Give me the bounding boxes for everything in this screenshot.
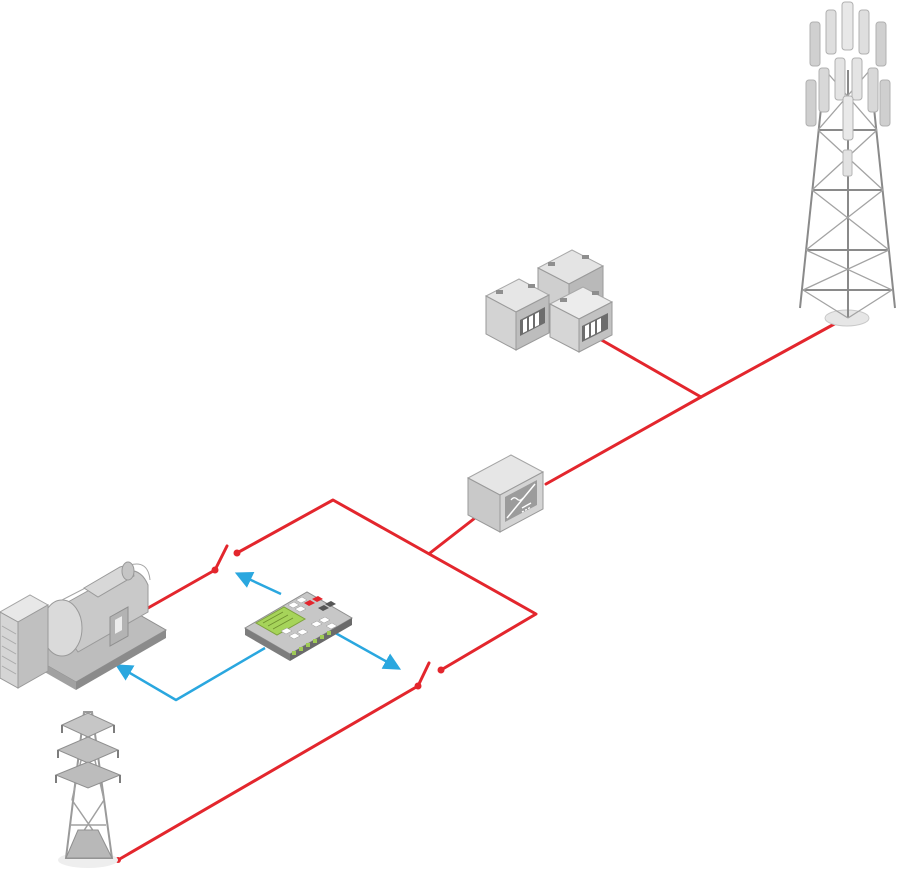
- battery-feed-line: [596, 336, 703, 399]
- generator-breaker-blade: [213, 544, 229, 572]
- cell-tower-icon: [799, 1, 896, 327]
- controller-icon: [244, 591, 353, 661]
- mains-breaker-blade: [416, 661, 431, 688]
- mains-line: [116, 684, 420, 862]
- generator-breaker-contact-a: [211, 566, 219, 574]
- generator-bus-line: [235, 498, 538, 672]
- pylon-icon: [54, 711, 122, 868]
- battery-icon: [548, 286, 614, 353]
- rectifier-to-bus-line: [428, 516, 477, 555]
- generator-icon: [0, 561, 168, 690]
- power-lines: [115, 320, 840, 863]
- mains-breaker-contact-a: [414, 682, 422, 690]
- control-to-generator-breaker: [234, 571, 282, 596]
- pylon-arm: [54, 712, 122, 789]
- control-to-mains-breaker: [329, 628, 402, 670]
- mains-breaker-contact-b: [437, 666, 445, 674]
- rectifier-icon: [466, 454, 545, 533]
- generator-breaker-contact-b: [233, 549, 241, 557]
- battery-bank: [484, 249, 614, 353]
- generator-output-line: [146, 568, 217, 610]
- control-lines: [114, 571, 402, 702]
- control-to-generator: [114, 646, 266, 702]
- battery-icon: [484, 278, 551, 351]
